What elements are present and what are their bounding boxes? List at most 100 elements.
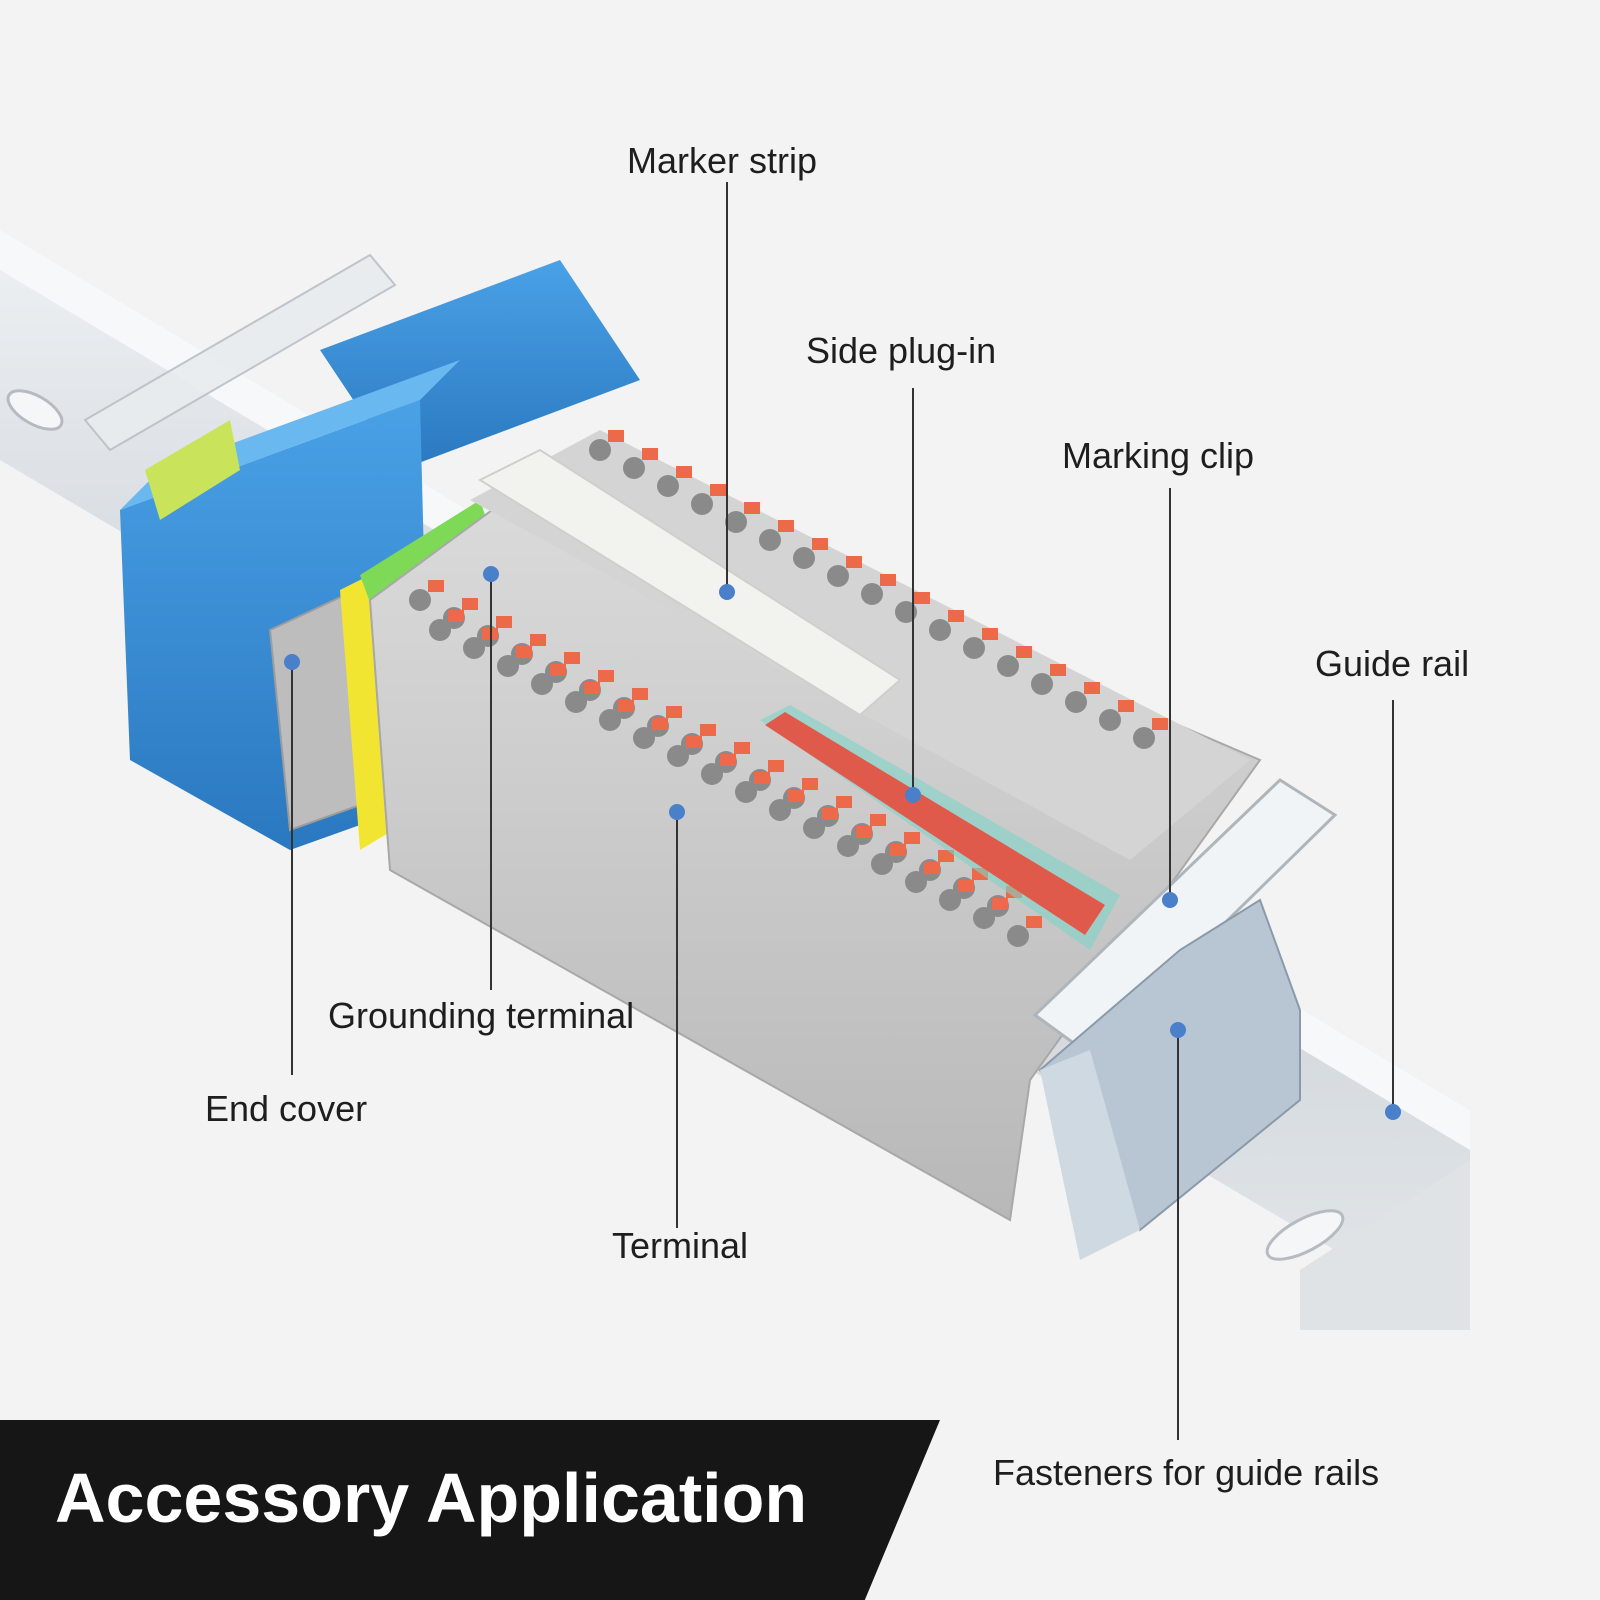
terminal-hole: [1007, 925, 1029, 947]
terminal-hole: [623, 457, 645, 479]
terminal-hole: [793, 547, 815, 569]
push-button: [948, 610, 964, 622]
push-button: [768, 760, 784, 772]
push-button: [462, 598, 478, 610]
marker-strip: [477, 448, 902, 717]
terminal-dot: [669, 804, 685, 820]
terminal-hole: [725, 511, 747, 533]
push-button: [652, 718, 668, 730]
push-button: [666, 706, 682, 718]
push-button: [516, 646, 532, 658]
push-button: [1118, 700, 1134, 712]
terminal-hole: [735, 781, 757, 803]
grounding-terminal-label: Grounding terminal: [328, 995, 635, 1036]
marking-clip-label: Marking clip: [1062, 435, 1255, 476]
push-button: [496, 616, 512, 628]
terminal-hole: [1133, 727, 1155, 749]
terminal-hole: [895, 601, 917, 623]
push-button: [598, 670, 614, 682]
push-button: [982, 628, 998, 640]
push-button: [530, 634, 546, 646]
push-button: [822, 808, 838, 820]
terminal-hole: [997, 655, 1019, 677]
terminal-hole: [1065, 691, 1087, 713]
terminal-hole: [429, 619, 451, 641]
banner-background: [0, 1420, 940, 1600]
push-button: [1016, 646, 1032, 658]
terminal-hole: [409, 589, 431, 611]
push-button: [924, 862, 940, 874]
push-button: [744, 502, 760, 514]
terminal-hole: [759, 529, 781, 551]
end-cover-label: End cover: [205, 1088, 368, 1129]
push-button: [754, 772, 770, 784]
terminal-hole: [939, 889, 961, 911]
terminal-hole: [565, 691, 587, 713]
push-button: [700, 724, 716, 736]
terminal-hole: [1099, 709, 1121, 731]
terminal-hole: [905, 871, 927, 893]
terminal-hole: [963, 637, 985, 659]
terminal-hole: [929, 619, 951, 641]
terminal-hole: [803, 817, 825, 839]
push-button: [812, 538, 828, 550]
side-plug-in: [760, 705, 1120, 950]
guide-rail-dot: [1385, 1104, 1401, 1120]
terminal-hole: [667, 745, 689, 767]
push-button: [720, 754, 736, 766]
terminal-hole: [1031, 673, 1053, 695]
guide-rail-fastener: [1038, 898, 1301, 1260]
push-button: [642, 448, 658, 460]
terminal-hole: [589, 439, 611, 461]
fasteners-dot: [1170, 1022, 1186, 1038]
terminal-hole: [837, 835, 859, 857]
terminal-hole: [769, 799, 791, 821]
push-button: [856, 826, 872, 838]
push-button: [1026, 916, 1042, 928]
push-button: [880, 574, 896, 586]
push-button: [1084, 682, 1100, 694]
terminal-label: Terminal: [612, 1225, 749, 1266]
terminal-hole: [871, 853, 893, 875]
side-plug-in-label: Side plug-in: [806, 330, 997, 371]
push-button: [846, 556, 862, 568]
push-button: [686, 736, 702, 748]
push-button: [1152, 718, 1168, 730]
push-button: [938, 850, 954, 862]
push-button: [870, 814, 886, 826]
push-button: [788, 790, 804, 802]
push-button: [802, 778, 818, 790]
push-button: [778, 520, 794, 532]
terminal-hole: [657, 475, 679, 497]
push-button: [676, 466, 692, 478]
terminal-hole-rows: [409, 430, 1168, 947]
push-button: [914, 592, 930, 604]
marker-strip-label: Marker strip: [627, 140, 818, 181]
terminal-hole: [691, 493, 713, 515]
terminal-hole: [633, 727, 655, 749]
banner-title: Accessory Application: [55, 1459, 808, 1537]
push-button: [734, 742, 750, 754]
terminal-hole: [701, 763, 723, 785]
guide-rail-label: Guide rail: [1315, 643, 1470, 684]
push-button: [992, 898, 1008, 910]
side-plug-in-dot: [905, 787, 921, 803]
push-button: [550, 664, 566, 676]
terminal-hole: [973, 907, 995, 929]
push-button: [890, 844, 906, 856]
push-button: [564, 652, 580, 664]
push-button: [618, 700, 634, 712]
terminal-hole: [827, 565, 849, 587]
push-button: [1050, 664, 1066, 676]
terminal-hole: [497, 655, 519, 677]
marker-strip-dot: [719, 584, 735, 600]
terminal-hole: [463, 637, 485, 659]
end-cover-dot: [284, 654, 300, 670]
terminal-hole: [861, 583, 883, 605]
grounding-terminal-dot: [483, 566, 499, 582]
terminal-hole: [531, 673, 553, 695]
push-button: [448, 610, 464, 622]
callout-lines: [291, 182, 1394, 1440]
push-button: [608, 430, 624, 442]
